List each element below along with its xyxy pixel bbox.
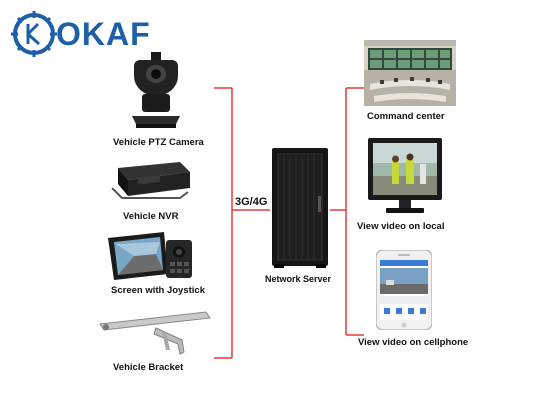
device-label-bracket: Vehicle Bracket <box>113 362 184 373</box>
device-label-ptz-camera: Vehicle PTZ Camera <box>113 137 204 148</box>
monitor-icon <box>368 138 442 213</box>
command-center-icon <box>364 40 456 106</box>
device-label-joystick-screen: Screen with Joystick <box>111 285 205 296</box>
ptz-camera-icon <box>132 52 180 128</box>
server-rack-icon <box>272 148 328 268</box>
endpoint-label-cellphone-view: View video on cellphone <box>358 337 469 348</box>
bracket-icon <box>99 311 211 355</box>
device-label-nvr: Vehicle NVR <box>123 211 179 222</box>
cellphone-icon <box>376 250 432 330</box>
nvr-icon <box>111 162 190 199</box>
endpoint-label-command-center: Command center <box>367 111 445 122</box>
endpoint-label-local-view: View video on local <box>357 221 445 232</box>
logo-emblem-icon <box>11 11 57 57</box>
server-label: Network Server <box>265 274 332 284</box>
logo-text: OKAF <box>56 16 151 52</box>
joystick-screen-icon <box>108 232 192 280</box>
network-link-label: 3G/4G <box>235 196 268 208</box>
brand-logo: OKAF <box>10 10 150 58</box>
